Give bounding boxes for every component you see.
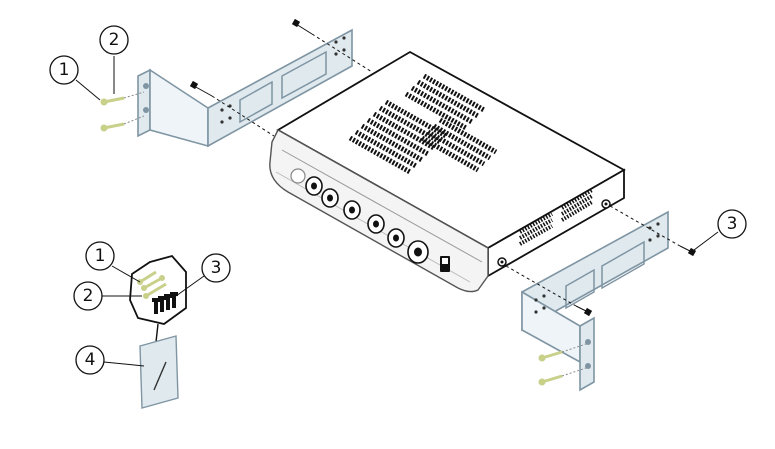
side-vents [519,188,594,246]
left-ear-flange [137,68,151,138]
right-rack-ear [521,210,669,392]
callout-3-bag: 3 [211,258,222,278]
hardware-bag [129,254,187,409]
callout-1-left: 1 [59,60,70,80]
top-vents [348,73,498,175]
front-logo [290,168,306,184]
right-ear-green-screws [538,343,587,386]
device-front-face [269,129,489,293]
callout-4-bag: 4 [85,350,96,370]
amplifier-device [269,50,626,293]
callout-3-right: 3 [727,214,738,234]
callout-1-bag: 1 [95,246,106,266]
left-ear-black-screws [189,18,373,137]
callout-2-left: 2 [109,30,120,50]
instruction-sheet [139,335,179,409]
callouts: 1 2 3 1 2 3 4 [49,25,747,375]
callout-2-bag: 2 [83,286,94,306]
left-ear-green-screws [100,91,145,132]
right-ear-flange [579,316,595,392]
front-knobs [305,176,429,264]
